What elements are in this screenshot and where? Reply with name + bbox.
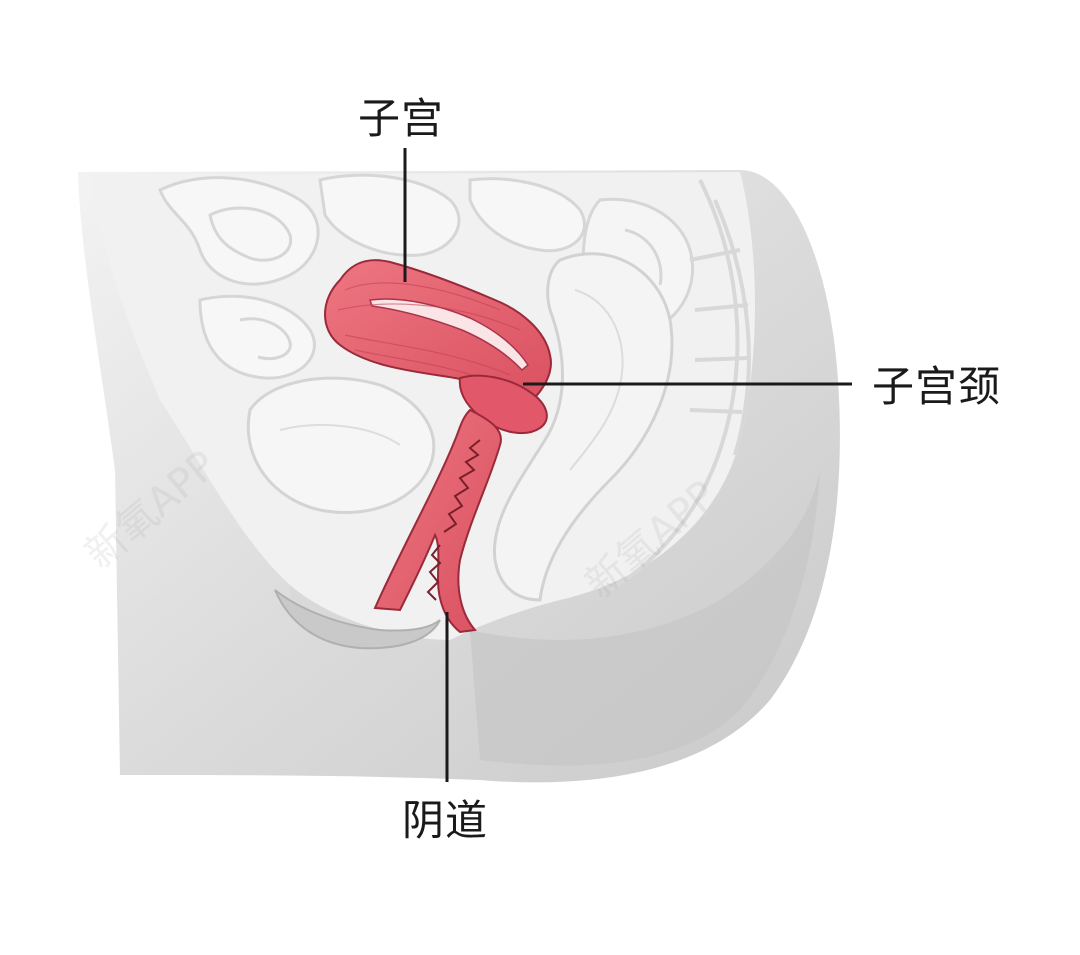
cervix-label: 子宫颈	[872, 362, 1002, 411]
intestine-loops	[158, 173, 695, 380]
sacrum	[608, 179, 751, 592]
vagina-label: 阴道	[402, 796, 489, 845]
reproductive-organ	[324, 259, 552, 634]
leader-lines	[403, 148, 852, 782]
bladder	[246, 376, 436, 515]
vulva	[274, 589, 441, 650]
uterus-shape	[324, 259, 552, 412]
uterus-label: 子宫	[358, 94, 445, 143]
